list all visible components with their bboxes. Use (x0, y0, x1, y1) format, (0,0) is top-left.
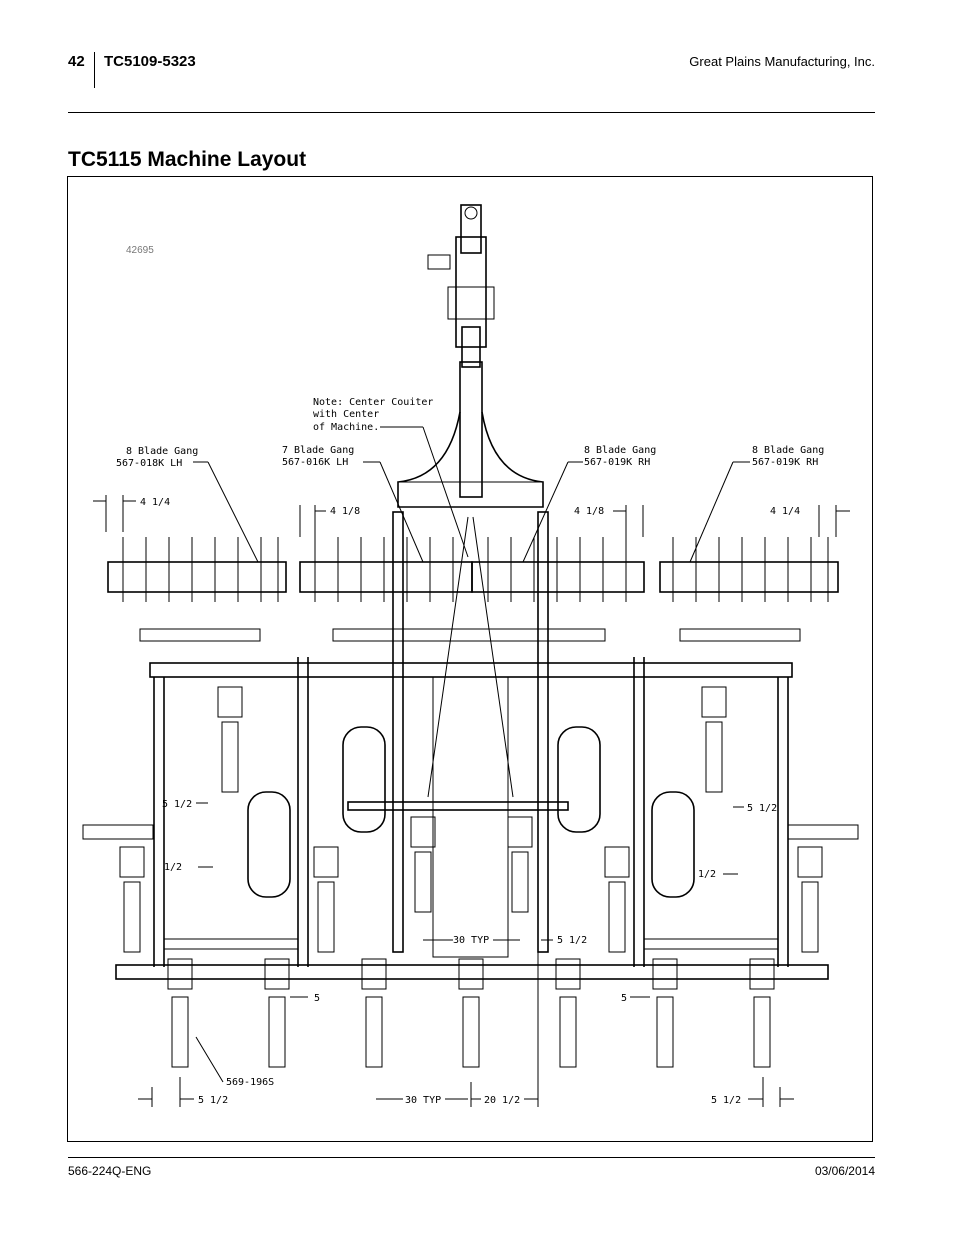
dim-top-right: 4 1/4 (770, 506, 800, 517)
dim-gap-right: 5 (621, 993, 627, 1004)
dim-top-center-left: 4 1/8 (330, 506, 360, 517)
page-number: 42 (68, 53, 85, 70)
dim-top-left: 4 1/4 (140, 497, 170, 508)
dim-center-upper: 5 1/2 (557, 935, 587, 946)
company-name: Great Plains Manufacturing, Inc. (689, 54, 875, 69)
dim-gap-left: 5 (314, 993, 320, 1004)
shank-assemblies (119, 686, 823, 1068)
gang-label-4-line-2: 567-019K RH (752, 457, 818, 468)
gang-label-1-line-1: 8 Blade Gang (126, 446, 198, 457)
dim-mid-right: 5 1/2 (747, 803, 777, 814)
header-divider (94, 52, 95, 88)
main-frame (82, 511, 859, 980)
dim-mid-left: 5 1/2 (162, 799, 192, 810)
dimensions: 4 1/4 4 1/8 4 1/8 4 1/4 5 1/2 1/2 5 1/2 … (93, 495, 850, 1107)
note-line-1: Note: Center Couiter (313, 397, 433, 408)
section-title: TC5115 Machine Layout (68, 148, 307, 171)
callout-labels: Note: Center Couiter with Center of Mach… (116, 397, 824, 563)
dim-top-center-right: 4 1/8 (574, 506, 604, 517)
gang-label-3-line-2: 567-019K RH (584, 457, 650, 468)
gang-label-2-line-1: 7 Blade Gang (282, 445, 354, 456)
part-callout: 569-196S (226, 1077, 274, 1088)
publication-date: 03/06/2014 (814, 1164, 875, 1178)
gang-label-1-line-2: 567-018K LH (116, 458, 182, 469)
hitch-tongue (397, 204, 544, 508)
dim-bottom-left: 5 1/2 (198, 1095, 228, 1106)
header-rule (68, 112, 875, 113)
dim-bottom-typ: 30 TYP (405, 1095, 441, 1106)
gang-label-2-line-2: 567-016K LH (282, 457, 348, 468)
model-number: TC5109-5323 (104, 53, 196, 70)
note-line-3: of Machine. (313, 422, 379, 433)
dim-side-left: 1/2 (164, 862, 182, 873)
gang-label-3-line-1: 8 Blade Gang (584, 445, 656, 456)
figure-id: 42695 (126, 245, 154, 256)
dim-bottom-center: 20 1/2 (484, 1095, 520, 1106)
dim-bottom-right: 5 1/2 (711, 1095, 741, 1106)
footer-rule (68, 1157, 875, 1158)
gang-assemblies (107, 537, 839, 642)
machine-layout-figure: 42695 (67, 176, 873, 1142)
machine-layout-drawing: 42695 (82, 204, 859, 1107)
dim-typ-upper: 30 TYP (453, 935, 489, 946)
gang-label-4-line-1: 8 Blade Gang (752, 445, 824, 456)
dim-side-right: 1/2 (698, 869, 716, 880)
document-number: 566-224Q-ENG (68, 1164, 152, 1178)
note-line-2: with Center (313, 409, 379, 420)
transport-wheels (247, 726, 695, 898)
